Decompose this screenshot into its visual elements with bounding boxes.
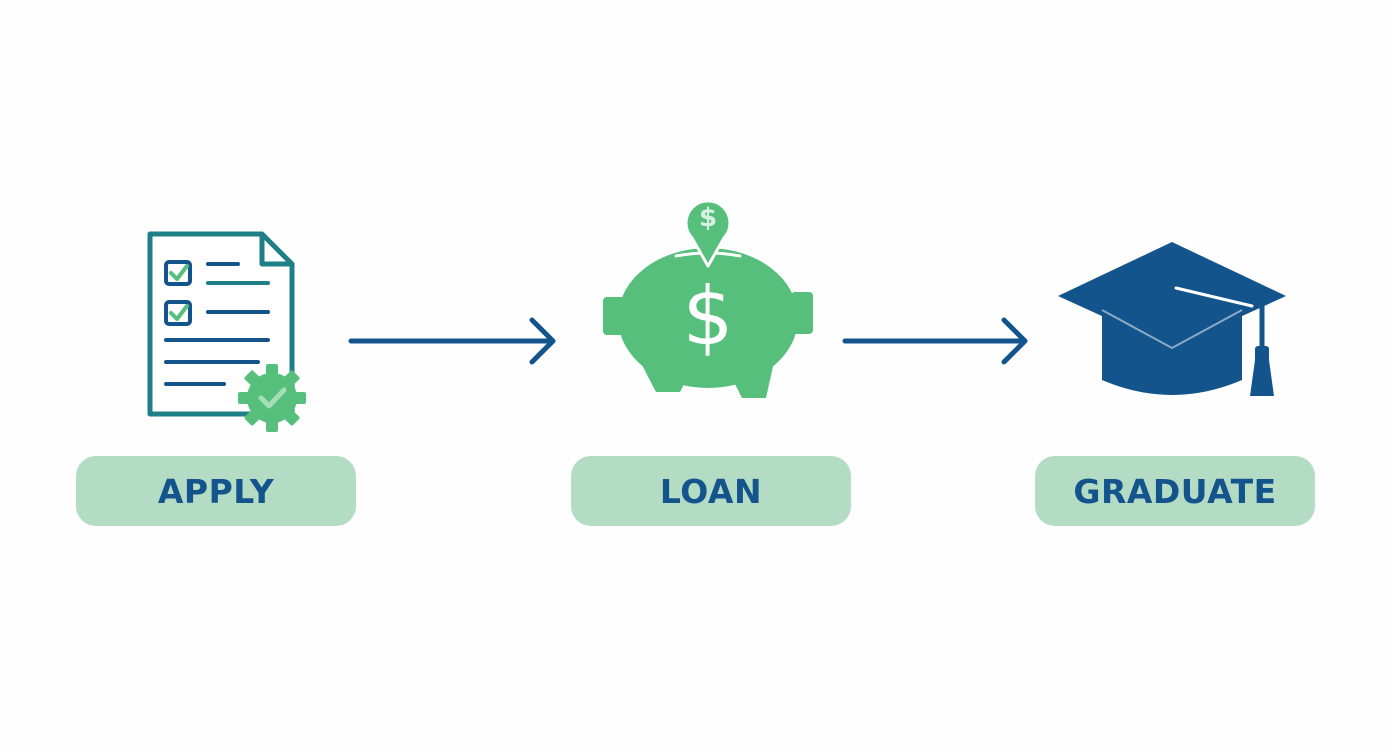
arrow-apply-to-loan bbox=[348, 316, 560, 371]
step-label-graduate: GRADUATE bbox=[1035, 456, 1315, 526]
step-label-apply: APPLY bbox=[76, 456, 356, 526]
arrow-loan-to-graduate bbox=[842, 316, 1032, 371]
body-dollar-symbol: $ bbox=[683, 270, 734, 363]
graduation-cap-icon bbox=[1056, 240, 1290, 402]
coin-dollar-symbol: $ bbox=[699, 203, 717, 233]
application-form-icon bbox=[140, 228, 310, 434]
piggy-bank-icon: $ $ bbox=[598, 180, 820, 406]
step-label-loan: LOAN bbox=[571, 456, 851, 526]
